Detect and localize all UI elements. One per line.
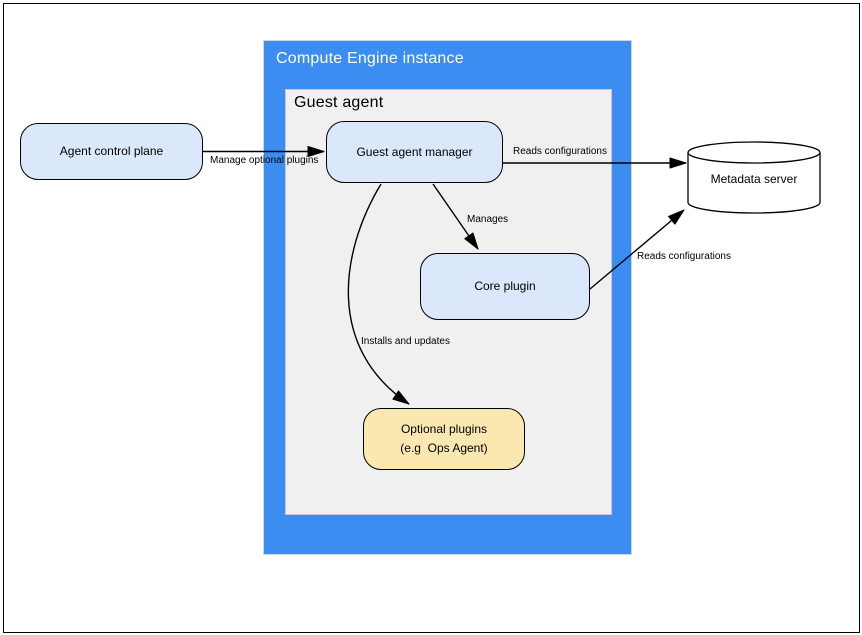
metadata-server-cylinder — [687, 141, 821, 214]
compute-engine-instance-title: Compute Engine instance — [276, 50, 464, 67]
guest-agent-manager-label: Guest agent manager — [356, 144, 473, 159]
core-plugin-node: Core plugin — [420, 253, 590, 320]
cylinder-top-rim — [687, 152, 821, 164]
edge-label-reads-configurations-manager: Reads configurations — [513, 146, 607, 157]
edge-label-installs-and-updates: Installs and updates — [361, 336, 450, 347]
cylinder-body — [687, 141, 821, 214]
edge-core-plugin-to-metadata-server — [589, 209, 685, 290]
agent-control-plane-node: Agent control plane — [20, 123, 203, 180]
edge-label-manages: Manages — [467, 214, 509, 225]
edge-manager-to-core-plugin — [432, 183, 479, 250]
edge-label-manage-optional-plugins: Manage optional plugins — [210, 155, 319, 166]
metadata-server-label-container: Metadata server — [688, 145, 820, 213]
optional-plugins-label-line2: (e.g Ops Agent) — [400, 441, 488, 455]
guest-agent-manager-node: Guest agent manager — [326, 121, 503, 183]
agent-control-plane-label: Agent control plane — [59, 144, 164, 159]
optional-plugins-node: Optional plugins (e.g Ops Agent) — [363, 408, 525, 470]
guest-agent-title: Guest agent — [294, 94, 384, 111]
optional-plugins-label-line1: Optional plugins — [400, 422, 488, 437]
edge-manager-to-optional-plugins — [347, 183, 410, 405]
edge-label-reads-configurations-core: Reads configurations — [637, 251, 731, 262]
metadata-server-label: Metadata server — [710, 172, 798, 186]
core-plugin-label: Core plugin — [474, 279, 536, 294]
